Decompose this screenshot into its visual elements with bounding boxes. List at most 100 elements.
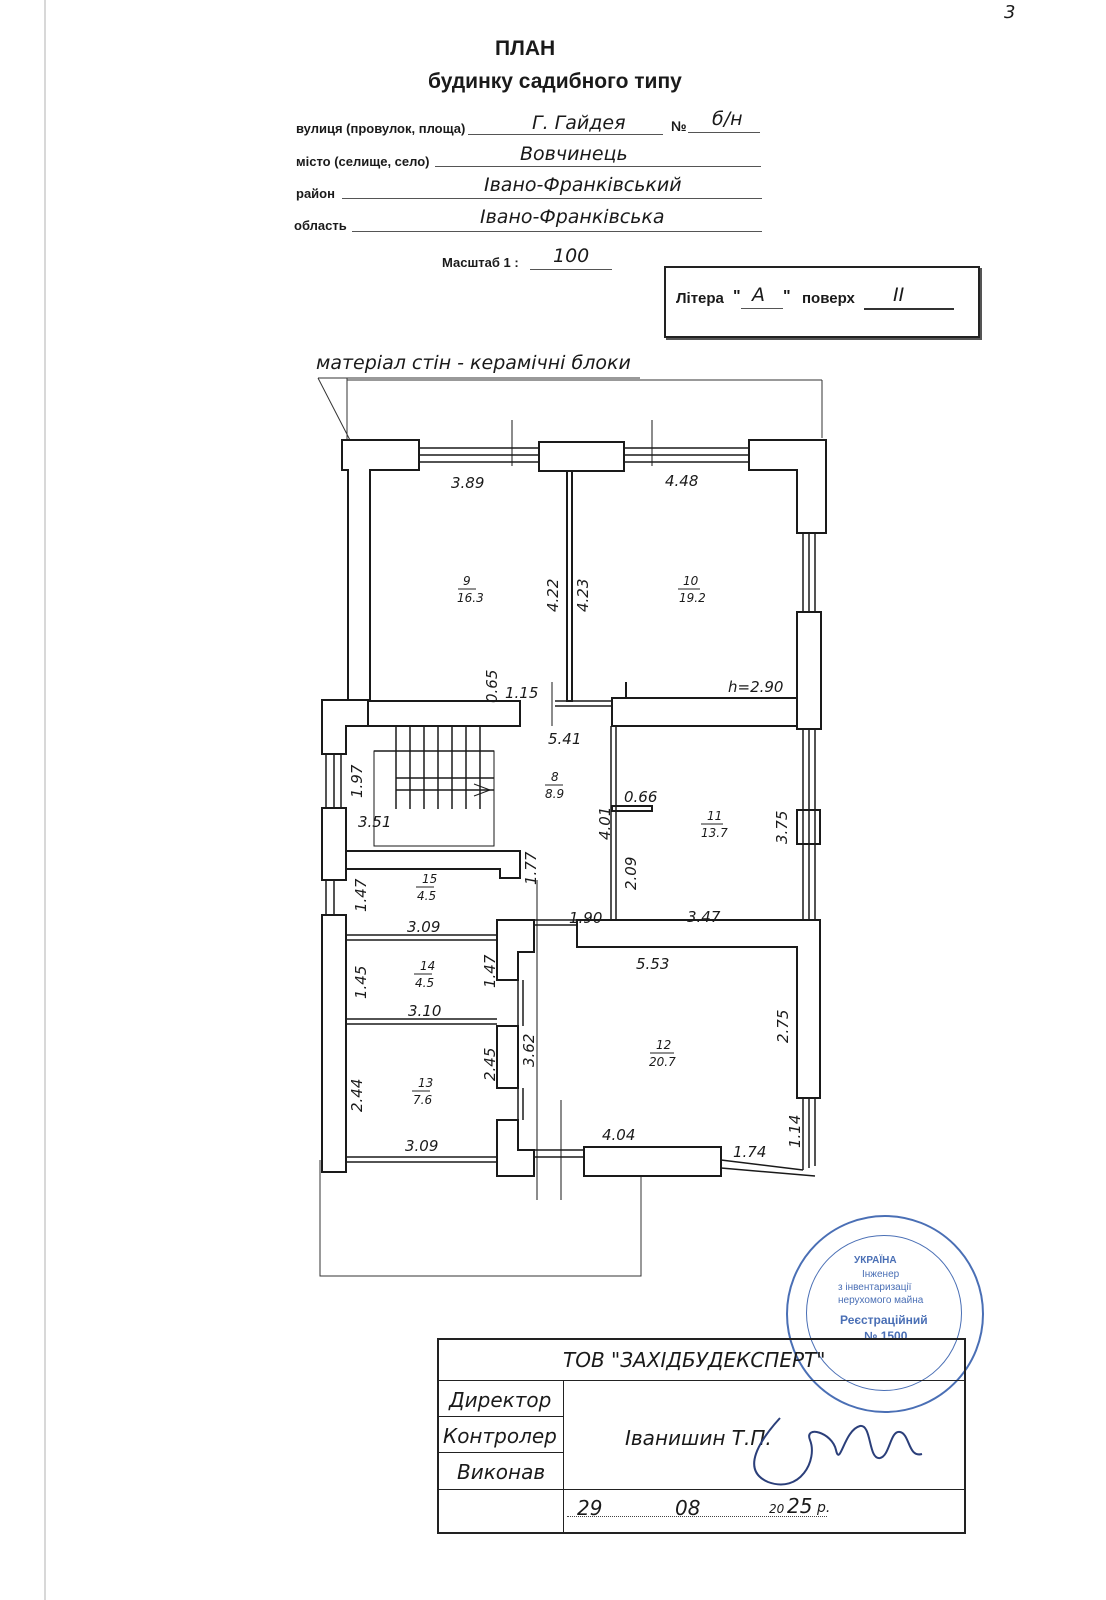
number-value: б/н — [712, 108, 743, 130]
dim-5-41: 5.41 — [548, 730, 581, 748]
scale-underline — [530, 269, 612, 270]
litera-box: Літера " А " поверх II — [664, 266, 980, 338]
dim-2-44: 2.44 — [348, 1079, 366, 1112]
svg-text:10: 10 — [683, 574, 699, 588]
room-8: 88.9 — [545, 770, 564, 801]
date-suffix: р. — [817, 1500, 831, 1516]
region-underline — [352, 231, 762, 232]
room-15: 154.5 — [416, 872, 437, 903]
dim-h: h=2.90 — [728, 678, 783, 696]
wall-material: матеріал стін - керамічні блоки — [316, 352, 631, 374]
plan-subtitle: будинку садибного типу — [428, 70, 682, 93]
dim-1-47a: 1.47 — [352, 878, 370, 912]
svg-text:13: 13 — [418, 1076, 433, 1090]
dim-5-53: 5.53 — [636, 955, 669, 973]
svg-text:7.6: 7.6 — [413, 1093, 432, 1107]
stamp-inner-ring — [806, 1235, 962, 1391]
street-underline — [468, 134, 663, 135]
dim-3-09b: 3.09 — [405, 1137, 438, 1155]
stamp-country: УКРАЇНА — [854, 1255, 897, 1266]
signature — [753, 1417, 923, 1486]
district-underline — [342, 198, 762, 199]
dim-3-51: 3.51 — [358, 813, 391, 831]
district-value: Івано-Франківський — [484, 174, 682, 196]
svg-text:12: 12 — [656, 1038, 671, 1052]
room-11: 11 13.7 — [701, 809, 728, 840]
dim-3-75: 3.75 — [773, 811, 791, 844]
dim-2-09: 2.09 — [622, 857, 640, 890]
region-label: область — [294, 218, 347, 233]
svg-text:11: 11 — [707, 809, 722, 823]
svg-text:15: 15 — [422, 872, 437, 886]
dim-1-90: 1.90 — [569, 909, 602, 927]
district-label: район — [296, 186, 335, 201]
dim-3-09a: 3.09 — [407, 918, 440, 936]
date-year-suffix: 25 — [787, 1494, 813, 1518]
dim-2-75: 2.75 — [774, 1010, 792, 1043]
number-underline — [688, 132, 760, 133]
tb-divider-4 — [439, 1452, 563, 1453]
stamp-line3: нерухомого майна — [838, 1295, 924, 1306]
dim-1-15: 1.15 — [505, 684, 538, 702]
company-name: ТОВ "ЗАХІДБУДЕКСПЕРТ" — [563, 1348, 826, 1372]
dim-3-62: 3.62 — [520, 1034, 538, 1067]
street-value: Г. Гайдея — [532, 112, 626, 134]
dim-4-04: 4.04 — [602, 1126, 635, 1144]
room-14: 144.5 — [414, 959, 435, 990]
litera-quote-open: " — [733, 288, 741, 305]
dim-1-45: 1.45 — [352, 966, 370, 999]
dim-2-45: 2.45 — [481, 1048, 499, 1081]
plan-title: ПЛАН — [495, 37, 556, 60]
svg-text:20.7: 20.7 — [649, 1055, 676, 1069]
street-label: вулиця (провулок, площа) — [296, 121, 466, 136]
svg-text:13.7: 13.7 — [701, 826, 728, 840]
tb-divider-v — [563, 1380, 564, 1532]
city-value: Вовчинець — [520, 143, 628, 165]
litera-underline — [741, 308, 783, 309]
room-12: 12 20.7 — [649, 1038, 676, 1069]
role-executor: Виконав — [457, 1460, 546, 1484]
dim-1-74: 1.74 — [733, 1143, 766, 1161]
floor-value: II — [893, 284, 905, 306]
person-name: Іванишин Т.П. — [625, 1426, 772, 1450]
city-underline — [435, 166, 761, 167]
city-label: місто (селище, село) — [296, 154, 430, 169]
tb-divider-2 — [439, 1489, 964, 1490]
svg-text:4.5: 4.5 — [415, 976, 434, 990]
floor-label: поверх — [802, 290, 855, 307]
dim-4-23: 4.23 — [574, 579, 592, 612]
page-number: 3 — [1004, 2, 1016, 23]
floor-underline — [864, 308, 954, 310]
svg-text:16.3: 16.3 — [457, 591, 484, 605]
title-block: ТОВ "ЗАХІДБУДЕКСПЕРТ" Директор Контролер… — [437, 1338, 966, 1534]
region-value: Івано-Франківська — [480, 206, 665, 228]
stamp-reg-label: Реєстраційний — [840, 1313, 928, 1327]
dim-3-10: 3.10 — [408, 1002, 441, 1020]
walls — [321, 439, 827, 1177]
scale-value: 100 — [553, 245, 590, 267]
date-year-prefix: 20 — [769, 1502, 785, 1516]
role-director: Директор — [449, 1388, 552, 1412]
scale-label: Масштаб 1 : — [442, 255, 519, 270]
svg-text:4.5: 4.5 — [417, 889, 436, 903]
dim-4-48: 4.48 — [665, 472, 698, 490]
dim-4-01: 4.01 — [596, 807, 614, 840]
dim-0-65: 0.65 — [483, 670, 501, 703]
room-13: 137.6 — [412, 1076, 433, 1107]
role-controller: Контролер — [443, 1424, 557, 1448]
date-underline — [567, 1516, 827, 1517]
dim-1-14: 1.14 — [786, 1115, 804, 1148]
dim-1-77: 1.77 — [522, 851, 540, 885]
svg-text:8: 8 — [551, 770, 559, 784]
tb-divider-1 — [439, 1380, 964, 1381]
dim-1-47b: 1.47 — [481, 954, 499, 988]
dim-3-89: 3.89 — [451, 474, 484, 492]
dim-0-66: 0.66 — [624, 788, 657, 806]
litera-label: Літера — [676, 290, 724, 307]
room-9: 916.3 — [457, 574, 484, 605]
dim-3-47: 3.47 — [687, 908, 721, 926]
dim-1-97: 1.97 — [348, 764, 366, 798]
